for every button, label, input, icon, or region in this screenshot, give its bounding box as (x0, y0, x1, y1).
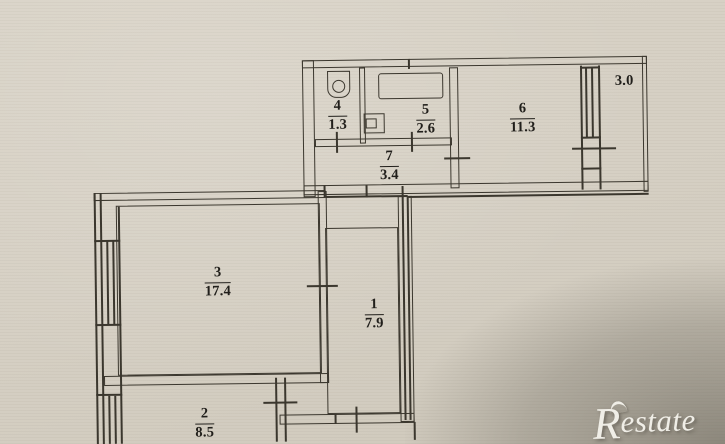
room-area: 17.4 (204, 282, 232, 300)
toilet-bowl-icon (332, 79, 346, 93)
room-label-2: 2 8.5 (195, 405, 215, 441)
room-number: 5 (416, 102, 436, 121)
room-label-7: 7 3.4 (379, 148, 399, 184)
wall-room1-bottom (279, 412, 415, 425)
wall-joint-5 (334, 413, 337, 424)
balcony-wall-line-outer (579, 65, 584, 190)
wall-upper-left (301, 60, 316, 198)
window-room2-pane-1 (108, 395, 111, 444)
wall-upper-right (641, 55, 649, 192)
wall-joint-4 (407, 58, 410, 69)
bathtub-icon (378, 72, 444, 100)
watermark-initial: R (592, 398, 622, 444)
balcony-area: 3.0 (614, 72, 634, 89)
balcony-window-pane-1 (584, 67, 588, 138)
balcony-wall-line-inner (597, 65, 602, 190)
room-number: 7 (379, 148, 399, 167)
wall-lower-left-mid (99, 192, 105, 444)
paper-shadow (405, 259, 725, 444)
room-area: 8.5 (195, 424, 215, 441)
room-label-4: 4 1.3 (328, 98, 348, 134)
balcony-window-bar-top (579, 66, 601, 69)
room-label-3: 3 17.4 (204, 264, 232, 300)
door-tick-bath (410, 131, 413, 152)
wall-lower-top (93, 190, 326, 202)
window-bar-3 (96, 393, 123, 396)
wall-room2-hall-2 (284, 377, 287, 442)
balcony-window-bar-mid (580, 136, 601, 139)
wall-upper-bottom-outer-line (406, 192, 649, 198)
door-tick-room1 (355, 406, 358, 433)
window-room3-pane-1 (106, 240, 109, 325)
door-tick-balcony (572, 147, 617, 150)
room-area: 2.6 (416, 120, 436, 137)
balcony-window-bar-low (581, 167, 602, 170)
wall-room2-hall-1 (275, 377, 278, 442)
room-label-5: 5 2.6 (416, 102, 435, 137)
sink-basin-icon (365, 118, 377, 129)
room-number: 1 (364, 296, 384, 316)
room-area: 3.4 (379, 166, 399, 183)
window-room3-pane-2 (112, 240, 115, 325)
room-number: 6 (509, 100, 536, 120)
room-area: 1.3 (328, 116, 348, 133)
room-label-1: 1 7.9 (364, 296, 384, 332)
room-number: 3 (204, 264, 231, 284)
wall-room3-room2 (103, 373, 330, 386)
watermark-text: estate (619, 402, 697, 440)
balcony-window-pane-2 (590, 67, 594, 138)
door-tick-room6 (444, 157, 471, 160)
restate-watermark: Restate (592, 398, 725, 444)
room1-outline (325, 227, 401, 415)
room-number: 2 (195, 405, 215, 425)
room-area: 7.9 (364, 314, 384, 332)
balcony-label: 3.0 (615, 73, 634, 90)
door-tick-room2 (263, 401, 298, 404)
wall-lower-left-outer (93, 193, 99, 444)
room-area: 11.3 (509, 118, 536, 136)
room-number: 4 (328, 98, 347, 117)
window-room2-pane-2 (114, 395, 117, 444)
door-tick-wc (335, 131, 338, 153)
wall-corridor-room6 (448, 67, 460, 189)
room-label-6: 6 11.3 (509, 100, 536, 136)
